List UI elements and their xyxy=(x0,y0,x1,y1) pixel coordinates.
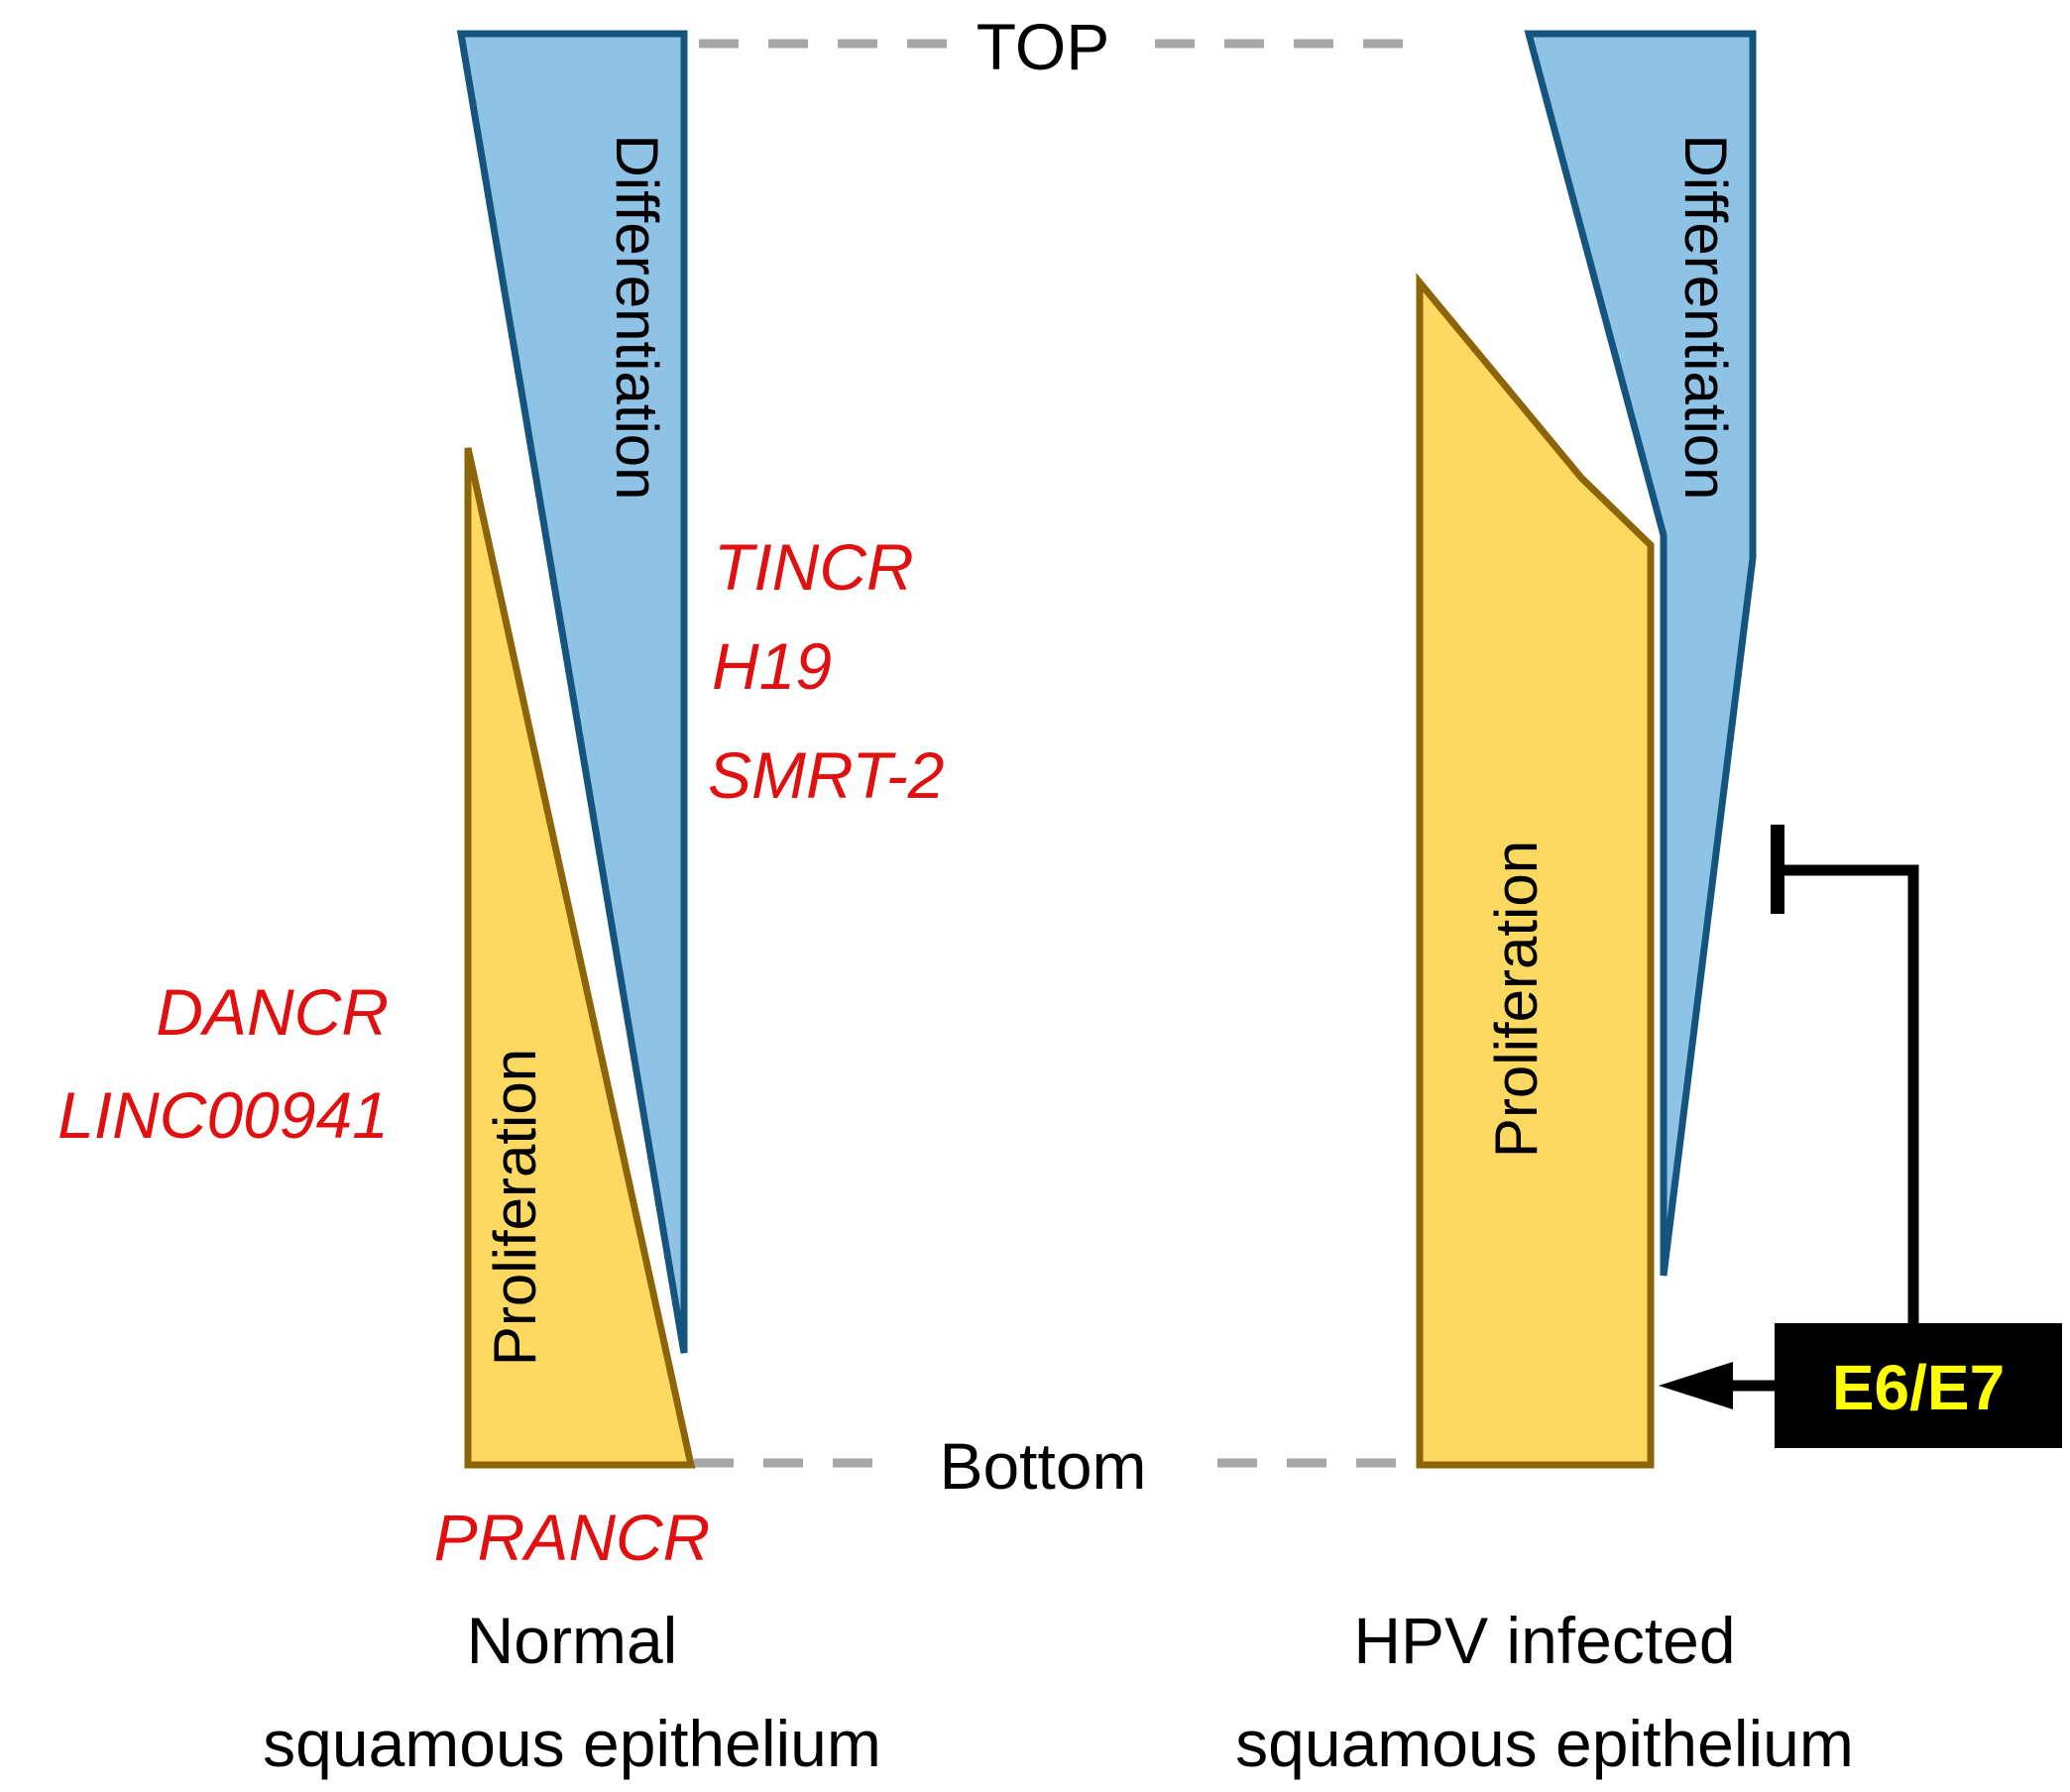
normal-epithelium-panel: Differentiation Proliferation TINCR H19 … xyxy=(58,30,944,1780)
hpv-panel-title-line1: HPV infected xyxy=(1353,1604,1735,1677)
hpv-differentiation-label: Differentiation xyxy=(1672,134,1739,500)
normal-panel-title-line2: squamous epithelium xyxy=(263,1707,881,1780)
normal-differentiation-gene-1: TINCR xyxy=(714,530,914,604)
normal-differentiation-gene-2: H19 xyxy=(712,629,832,703)
hpv-inhibition-connector xyxy=(1778,864,1919,1323)
top-guide-label: TOP xyxy=(977,10,1109,83)
normal-proliferation-gene-2: LINC00941 xyxy=(58,1078,389,1152)
hpv-viral-oncoprotein-label: E6/E7 xyxy=(1832,1352,2005,1423)
normal-proliferation-gene-1: DANCR xyxy=(156,975,389,1049)
normal-panel-title-line1: Normal xyxy=(467,1604,678,1677)
hpv-viral-oncoprotein-box xyxy=(1775,1323,2062,1448)
normal-differentiation-gene-3: SMRT-2 xyxy=(708,738,944,812)
hpv-differentiation-wedge xyxy=(1524,30,1757,1277)
normal-differentiation-label: Differentiation xyxy=(604,134,670,500)
bottom-guide: Bottom xyxy=(694,1429,1400,1503)
normal-differentiation-wedge xyxy=(456,30,688,1354)
bottom-guide-label: Bottom xyxy=(939,1429,1146,1503)
hpv-proliferation-label: Proliferation xyxy=(1483,840,1550,1158)
hpv-panel-title-line2: squamous epithelium xyxy=(1235,1707,1854,1780)
normal-proliferation-label: Proliferation xyxy=(482,1049,548,1366)
hpv-epithelium-panel: Differentiation Proliferation E6/E7 HPV … xyxy=(1235,30,2062,1780)
hpv-proliferation-block xyxy=(1416,273,1655,1469)
normal-basal-gene: PRANCR xyxy=(434,1501,711,1574)
top-guide: TOP xyxy=(699,10,1413,83)
normal-proliferation-wedge xyxy=(464,447,696,1469)
hpv-activation-arrowhead xyxy=(1659,1362,1733,1409)
